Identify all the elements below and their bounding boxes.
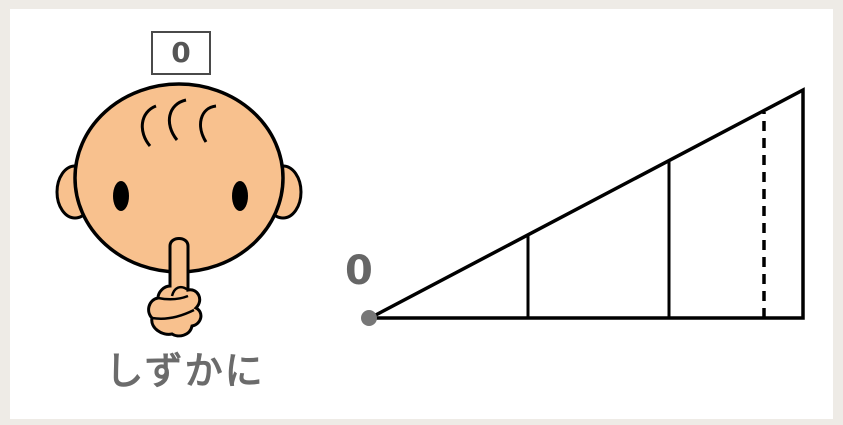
left-eye [113, 181, 129, 211]
right-eye [232, 181, 248, 211]
origin-dot [361, 310, 377, 326]
volume-level-indicator: 0 [151, 31, 211, 75]
thumb-line [170, 285, 189, 297]
knuckle-line [157, 294, 189, 301]
volume-triangle [369, 87, 805, 320]
origin-label: 0 [345, 248, 373, 294]
quiet-caption: しずかに [105, 349, 265, 393]
hair-curl [167, 98, 187, 141]
knuckle-line [151, 308, 195, 320]
hair-curl [199, 104, 217, 143]
hair-curl [140, 104, 157, 147]
volume-scale-diagram [361, 87, 805, 326]
